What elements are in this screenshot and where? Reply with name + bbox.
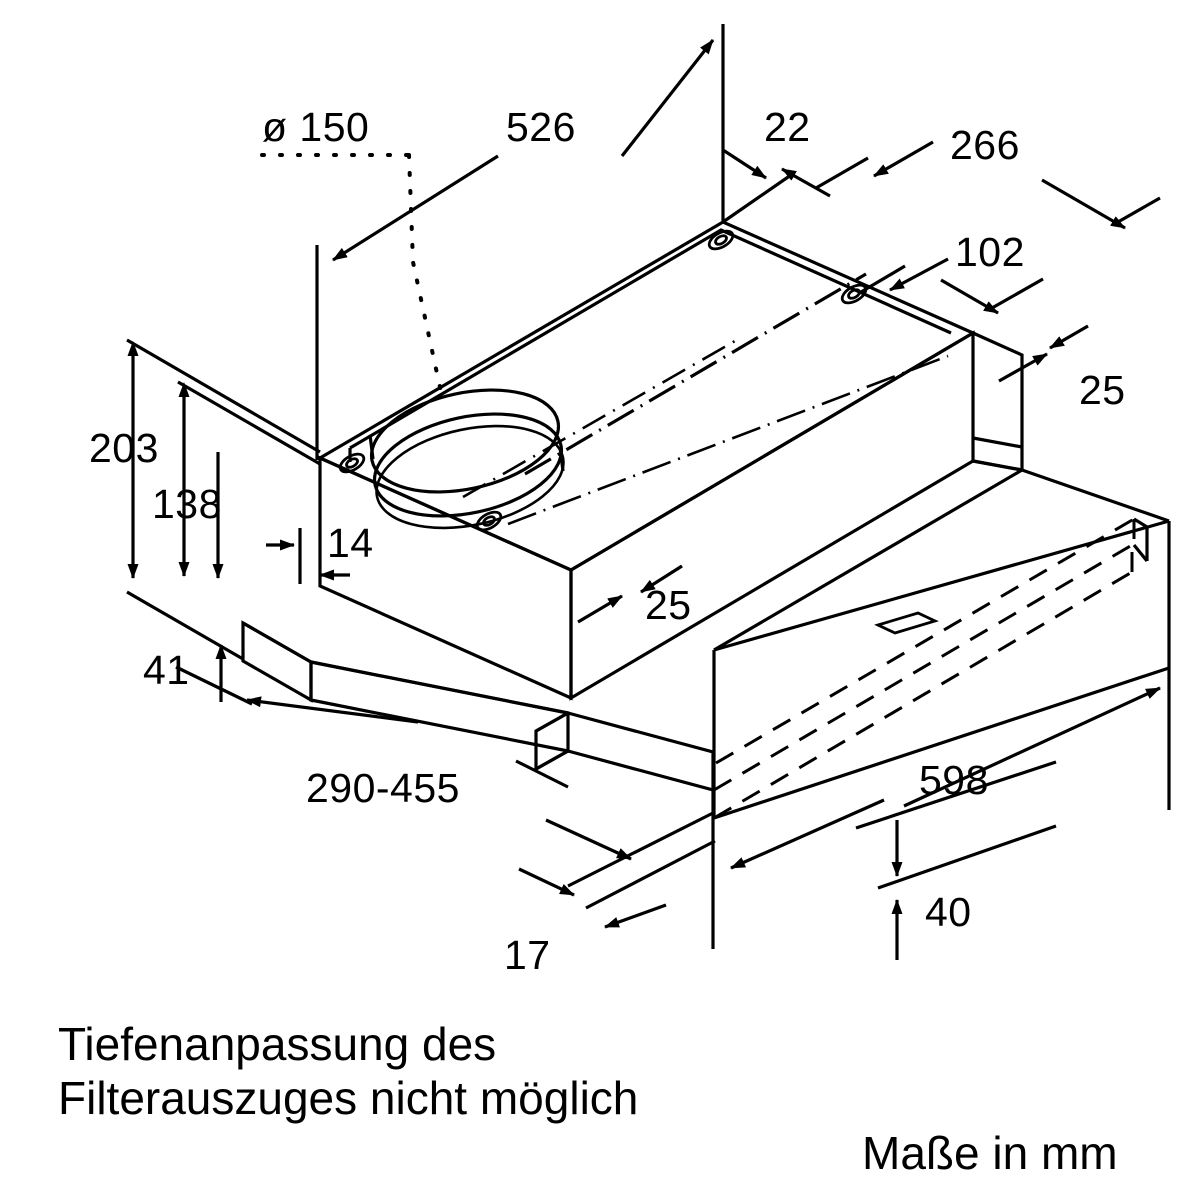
dim-138 [177, 380, 321, 579]
dim-25-front [577, 564, 683, 624]
dim-label-22: 22 [764, 104, 811, 150]
dim-label-25-right: 25 [1079, 367, 1126, 413]
dim-266 [873, 140, 1161, 230]
lower-rail-continuation [567, 711, 715, 818]
note-restriction-line1: Tiefenanpassung des [58, 1018, 497, 1070]
dim-22 [722, 148, 869, 224]
dim-label-526: 526 [506, 104, 576, 150]
filter-drawer-dashed [713, 517, 1136, 820]
dim-label-203: 203 [89, 425, 159, 471]
dim-14 [266, 528, 350, 584]
dim-label-17: 17 [504, 932, 551, 978]
note-restriction-line2: Filterauszuges nicht möglich [58, 1072, 639, 1124]
centerline-edge [462, 339, 736, 499]
dim-598 [711, 668, 1171, 949]
dim-label-138: 138 [152, 481, 222, 527]
dim-290-455 [175, 665, 569, 789]
dim-17 [518, 810, 716, 929]
dim-label-40: 40 [925, 889, 972, 935]
dim-41 [215, 644, 227, 702]
dim-40 [855, 760, 1057, 960]
hood-body-outline [316, 220, 1024, 701]
duct-outlet-collar [368, 388, 565, 530]
dim-label-25-front: 25 [645, 582, 692, 628]
dim-duct-diameter-leader [260, 153, 443, 394]
dim-label-41: 41 [143, 647, 190, 693]
dim-25-right [998, 324, 1089, 383]
dim-label-266: 266 [950, 122, 1020, 168]
dim-label-102: 102 [955, 229, 1025, 275]
centerline-long [507, 354, 949, 526]
mounting-screw-holes [338, 229, 868, 532]
dim-label-598: 598 [919, 757, 989, 803]
dim-526 [315, 24, 725, 460]
dim-label-duct-diameter: ø 150 [262, 104, 370, 150]
dim-102 [860, 257, 1044, 315]
centerline-top [524, 272, 867, 476]
lower-rail-strip [241, 620, 570, 772]
dim-label-290-455: 290-455 [306, 765, 460, 811]
filter-drawer-solid-edges [712, 468, 1171, 820]
control-panel-slot [874, 611, 939, 635]
filter-drawer-front-panel [713, 519, 1170, 652]
note-units: Maße in mm [862, 1127, 1118, 1179]
dim-label-14: 14 [327, 520, 374, 566]
